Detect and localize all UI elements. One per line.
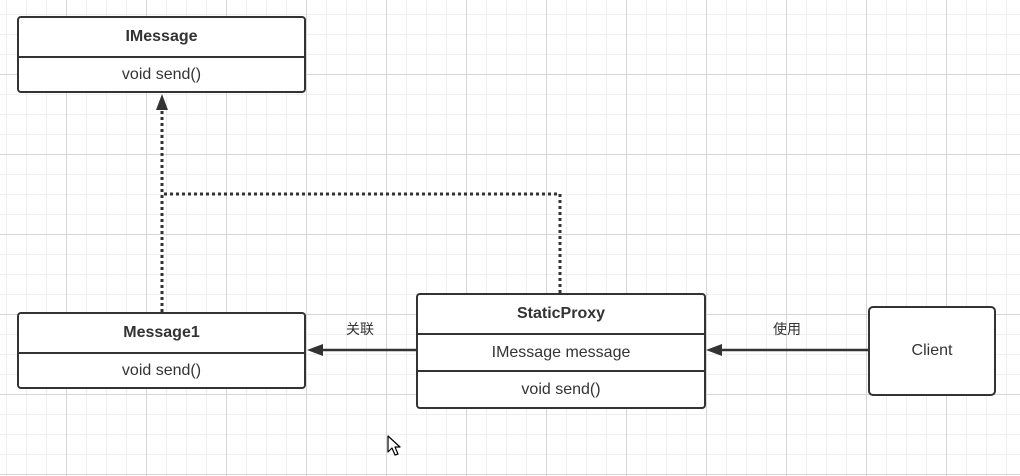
staticproxy-field: IMessage message bbox=[418, 333, 704, 370]
imessage-class-box[interactable]: IMessage void send() bbox=[17, 16, 306, 93]
realization-edge-staticproxy bbox=[162, 192, 562, 293]
usage-label: 使用 bbox=[773, 322, 801, 338]
staticproxy-class-name: StaticProxy bbox=[516, 305, 606, 322]
mouse-pointer-icon bbox=[387, 435, 401, 456]
message1-class-box[interactable]: Message1 void send() bbox=[17, 312, 306, 389]
imessage-class-name: IMessage bbox=[125, 28, 198, 45]
message1-class-name: Message1 bbox=[123, 324, 200, 341]
arrowhead-to-imessage bbox=[156, 94, 168, 110]
arrowhead-to-message1 bbox=[307, 344, 323, 356]
message1-method: void send() bbox=[19, 352, 304, 387]
association-label: 关联 bbox=[346, 322, 374, 338]
staticproxy-method: void send() bbox=[418, 370, 704, 407]
client-label: Client bbox=[911, 342, 953, 359]
staticproxy-class-box[interactable]: StaticProxy IMessage message void send() bbox=[416, 293, 706, 409]
client-box[interactable]: Client bbox=[868, 306, 996, 396]
imessage-method: void send() bbox=[19, 56, 304, 91]
arrowhead-to-staticproxy bbox=[706, 344, 722, 356]
